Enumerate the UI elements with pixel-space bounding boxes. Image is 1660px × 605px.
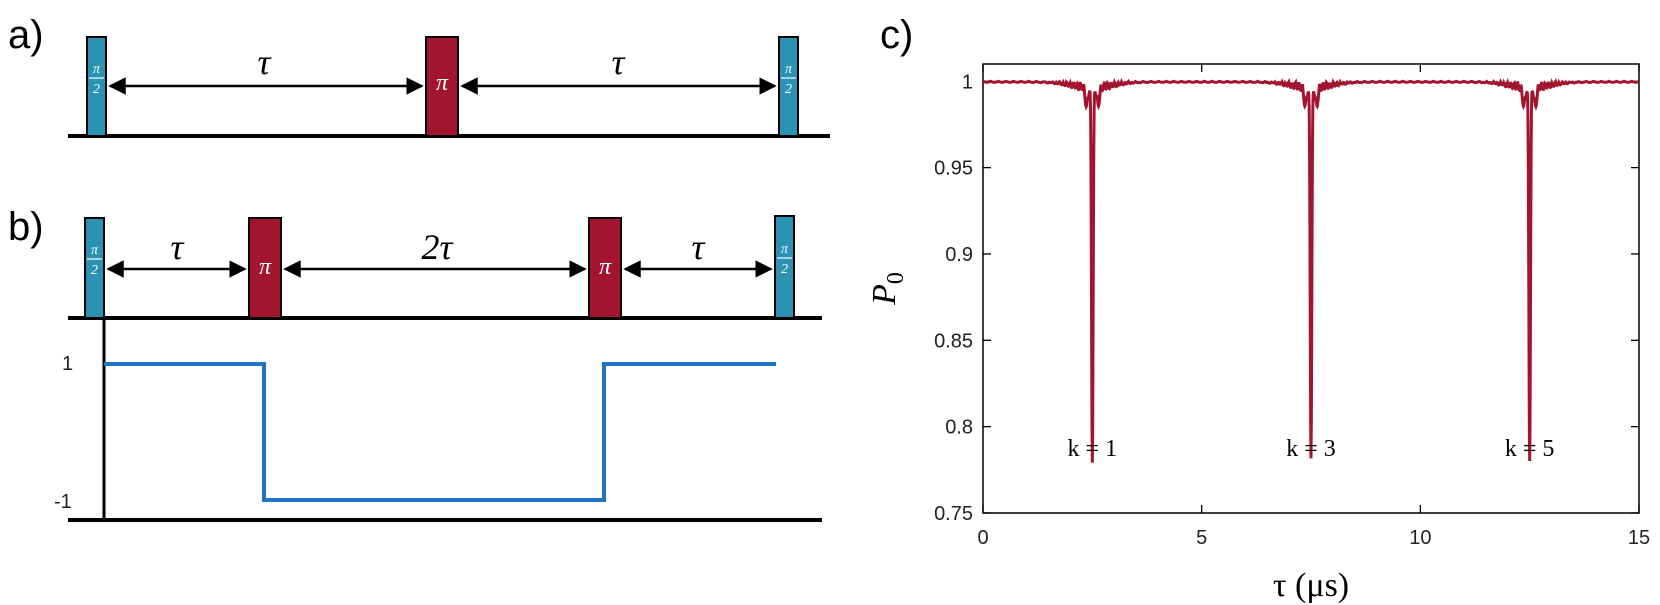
y-axis-title: P0 — [866, 272, 909, 306]
svg-text:π: π — [93, 62, 101, 77]
svg-text:2: 2 — [785, 82, 792, 97]
dip-annotation: k = 3 — [1286, 436, 1336, 462]
svg-text:π: π — [599, 254, 612, 280]
dip-annotation: k = 1 — [1068, 436, 1118, 462]
x-tick-label: 0 — [977, 527, 988, 549]
plot-frame — [982, 63, 1640, 514]
x-tick-label: 5 — [1196, 527, 1207, 549]
svg-text:2: 2 — [91, 263, 98, 278]
panel-b: b) π 2 π π π 2 τ 2τ τ 1 — [8, 205, 822, 522]
panel-a-interval-label-2: τ — [612, 42, 626, 82]
panel-a-label: a) — [8, 13, 44, 57]
y-tick-label: 0.8 — [945, 417, 973, 439]
y-tick-label: 0.75 — [934, 503, 973, 525]
svg-text:π: π — [781, 242, 789, 257]
modulation-trace — [104, 362, 776, 502]
panel-b-interval-label-1: τ — [171, 227, 185, 267]
panel-c: c) 0 5 10 15 0.75 0.8 0.85 0.9 0.95 1 τ (μs) P0 k = … — [866, 13, 1650, 604]
series-line — [982, 77, 1640, 463]
x-tick-label: 10 — [1409, 527, 1431, 549]
y-tick-label: 0.95 — [934, 158, 973, 180]
modulation-label-bottom: -1 — [54, 491, 72, 513]
svg-text:π: π — [259, 254, 272, 280]
panel-c-label: c) — [880, 13, 913, 57]
y-tick-label: 0.85 — [934, 330, 973, 352]
panel-b-pulse-2: π — [248, 217, 282, 319]
svg-text:2: 2 — [781, 262, 788, 277]
y-tick-label: 1 — [962, 71, 973, 93]
svg-text:π: π — [785, 62, 793, 77]
x-axis-title: τ (μs) — [1273, 567, 1349, 604]
chart-p0-vs-tau: 0 5 10 15 0.75 0.8 0.85 0.9 0.95 1 τ (μs) P0 k = 1 k … — [866, 63, 1650, 604]
panel-a-pulse-1: π 2 — [86, 36, 107, 137]
panel-a-interval-label-1: τ — [258, 42, 272, 82]
x-tick-label: 15 — [1628, 527, 1650, 549]
panel-a-pulse-2: π — [425, 36, 459, 137]
svg-text:π: π — [436, 70, 449, 96]
panel-b-pulse-3: π — [588, 217, 622, 319]
panel-a-pulse-3: π 2 — [778, 36, 799, 137]
panel-b-interval-label-2: 2τ — [422, 227, 454, 267]
y-tick-label: 0.9 — [945, 244, 973, 266]
modulation-label-top: 1 — [62, 353, 73, 375]
svg-text:2: 2 — [93, 82, 100, 97]
panel-b-interval-label-3: τ — [692, 227, 706, 267]
panel-b-label: b) — [8, 205, 44, 249]
dip-annotation: k = 5 — [1505, 436, 1555, 462]
svg-text:π: π — [91, 243, 99, 258]
panel-a: a) π 2 π π 2 τ τ — [8, 13, 830, 138]
panel-b-pulse-1: π 2 — [84, 217, 105, 319]
panel-b-pulse-4: π 2 — [774, 215, 795, 319]
